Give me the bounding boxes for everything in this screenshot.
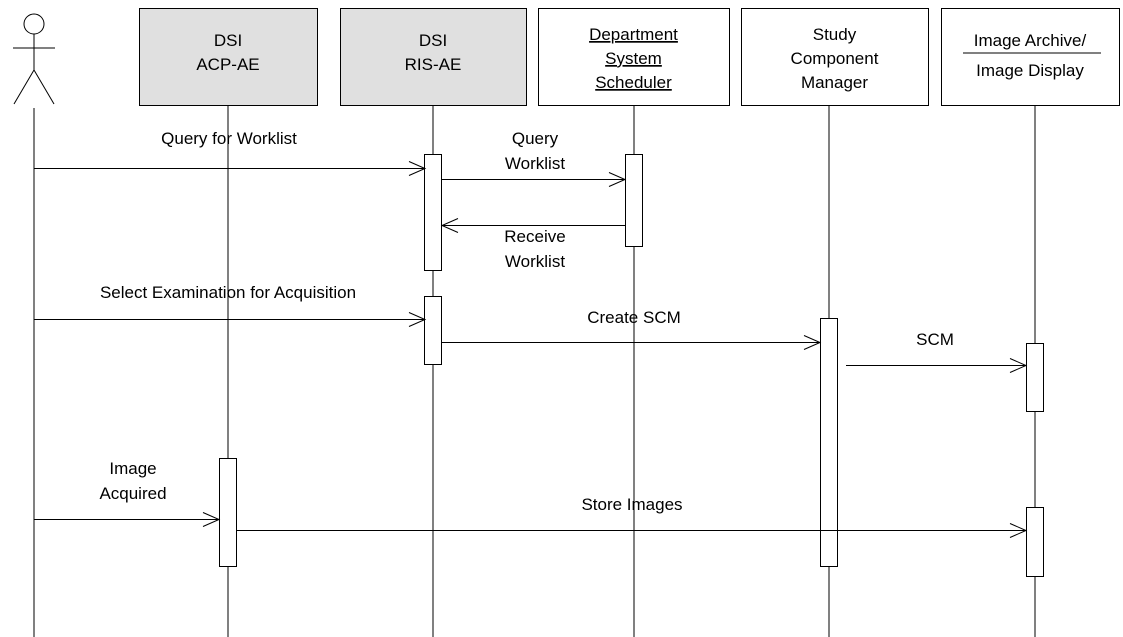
activation-bar [1026,343,1044,412]
arrowhead-icon [202,512,221,527]
message-label: Select Examination for Acquisition [100,283,356,302]
actor-icon [13,13,55,105]
activation-bar [820,318,838,567]
participant-image-archive-display: Image Archive/Image Display [941,8,1120,106]
participant-label: Manager [801,73,868,92]
message-label: Query for Worklist [161,129,297,148]
arrowhead-icon [408,161,427,176]
message-label: Create SCM [587,308,681,327]
message-scm: SCM [846,330,1028,373]
message-select-examination: Select Examination for Acquisition [34,283,427,327]
participant-dsi-ris-ae: DSI RIS-AE [340,8,527,106]
arrowhead-icon [408,312,427,327]
arrowhead-icon [1009,523,1028,538]
message-label: Receive [504,227,565,246]
participant-label: Component [791,49,879,68]
activation-bar [219,458,237,567]
participant-label: Scheduler [595,73,672,92]
participant-label: Image Archive/ [974,31,1087,50]
activation-bar [625,154,643,247]
arrowhead-icon [1009,358,1028,373]
message-label: Acquired [99,484,166,503]
participant-label: RIS-AE [405,55,462,74]
message-store-images: Store Images [237,495,1028,538]
message-create-scm: Create SCM [442,308,822,350]
message-label: Worklist [505,154,565,173]
arrowhead-icon [608,172,627,187]
participant-label: DSI [419,31,447,50]
participant-label: ACP-AE [196,55,259,74]
message-label: Query [512,129,559,148]
activation-bar [1026,507,1044,577]
arrowhead-icon [803,335,822,350]
participant-label: Study [813,25,857,44]
participant-label: Image Display [976,61,1084,80]
message-label: Store Images [581,495,682,514]
participant-label: System [605,49,662,68]
arrowhead-icon [440,218,459,233]
message-label: SCM [916,330,954,349]
message-label: Image [109,459,156,478]
participant-label: Department [589,25,678,44]
participant-label: DSI [214,31,242,50]
participant-dsi-acp-ae: DSI ACP-AE [139,8,318,106]
activation-bar [424,296,442,365]
message-query-for-worklist: Query for Worklist [34,129,427,176]
activation-bar [424,154,442,271]
message-label: Worklist [505,252,565,271]
